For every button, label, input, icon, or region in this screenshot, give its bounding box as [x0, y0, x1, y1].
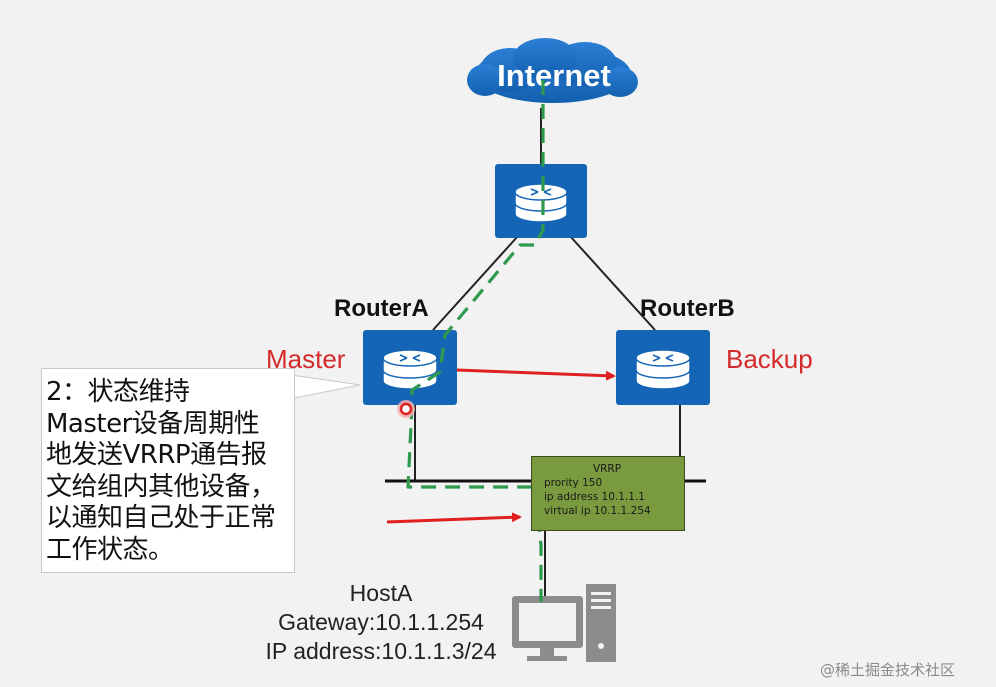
host-gateway: Gateway:10.1.1.254	[278, 609, 484, 635]
callout-line-4: 文给组内其他设备，	[46, 471, 276, 502]
advert-to-vrrp-arrow	[386, 512, 522, 524]
host-ip: IP address:10.1.1.3/24	[265, 638, 497, 664]
callout-line-5: 以通知自己处于正常	[46, 503, 276, 533]
internet-label: Internet	[497, 58, 611, 93]
core-router-icon	[495, 164, 587, 238]
internet-cloud-icon	[467, 38, 638, 103]
callout-box: 2：状态维持 Master设备周期性 地发送VRRP通告报 文给组内其他设备， …	[41, 368, 295, 573]
link-core-routerb	[569, 235, 656, 331]
host-name: HostA	[349, 580, 413, 606]
callout-line-3: 地发送VRRP通告报	[46, 440, 267, 470]
backup-role-label: Backup	[726, 344, 813, 374]
watermark: @稀土掘金技术社区	[820, 661, 956, 679]
host-info: HostA Gateway:10.1.1.254 IP address:10.1…	[246, 579, 516, 666]
callout-line-1: 2：状态维持	[46, 377, 190, 407]
master-role-label: Master	[266, 344, 346, 374]
vrrp-ip-address: ip address 10.1.1.1	[544, 491, 645, 503]
master-interface-dot	[399, 402, 413, 416]
links	[414, 108, 681, 596]
vrrp-title: VRRP	[592, 463, 622, 475]
callout-line-2: Master设备周期性	[46, 408, 260, 439]
routerb-icon	[616, 330, 710, 405]
vrrp-virtual-ip: virtual ip 10.1.1.254	[544, 505, 651, 517]
routera-label: RouterA	[334, 295, 429, 322]
link-core-routera	[432, 235, 519, 331]
vrrp-priority: prority 150	[544, 477, 603, 489]
routera-icon	[363, 330, 457, 405]
vrrp-config-box: VRRP prority 150 ip address 10.1.1.1 vir…	[531, 456, 685, 531]
master-to-backup-arrow	[456, 368, 616, 381]
callout-line-6: 工作状态。	[46, 534, 174, 565]
routerb-label: RouterB	[640, 295, 735, 322]
host-computer-icon	[512, 584, 616, 662]
